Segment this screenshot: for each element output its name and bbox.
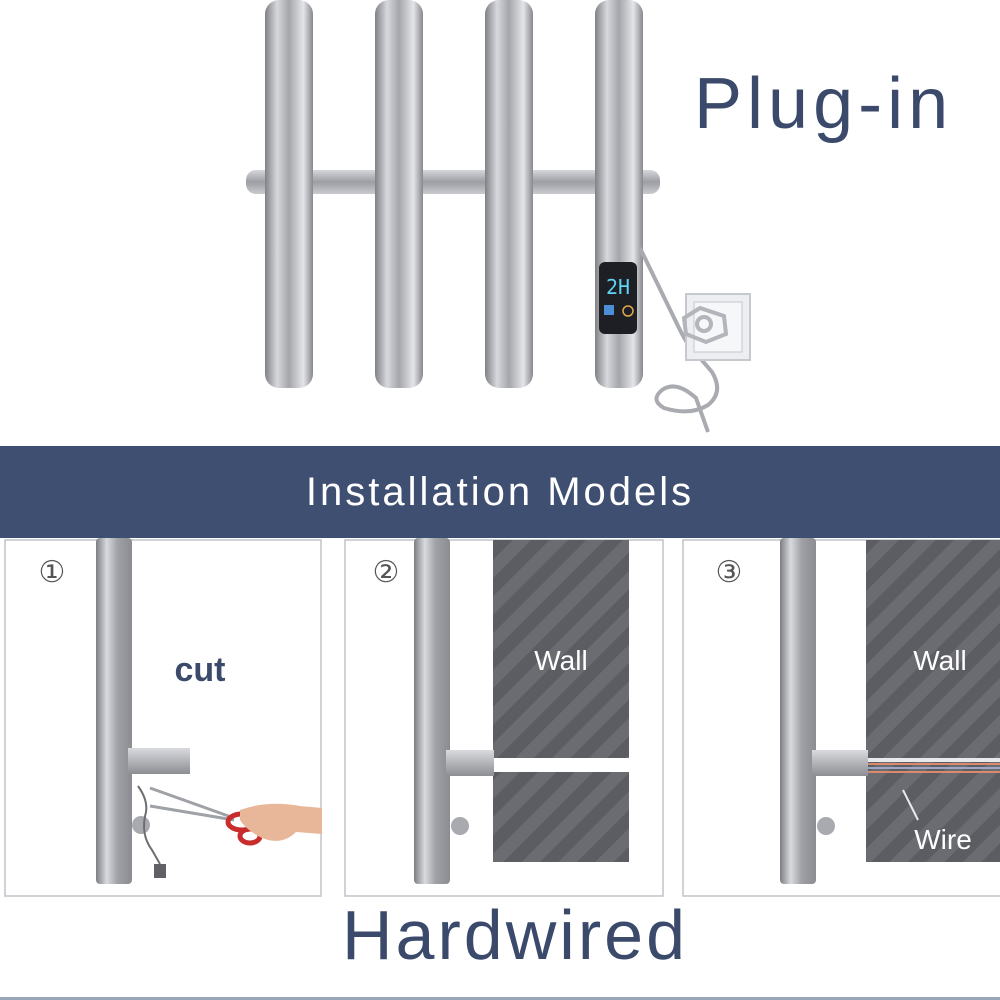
timer-display: 2H <box>606 275 630 299</box>
rail-bar <box>414 538 450 884</box>
wall-upper <box>493 540 629 758</box>
installation-banner: Installation Models <box>0 446 1000 538</box>
plug-icon <box>154 864 166 878</box>
step-number: ① <box>39 555 66 590</box>
plugin-towel-rail-illustration: 2H <box>246 0 751 433</box>
rail-arm <box>446 750 494 776</box>
rail-bar <box>96 538 132 884</box>
panel-hardwired: ③ Wall Wire <box>682 538 1000 897</box>
bottom-divider <box>0 997 1000 1000</box>
power-icon <box>622 305 634 317</box>
wires <box>866 758 1000 773</box>
wire-label: Wire <box>914 824 972 855</box>
mode-icon <box>604 305 614 315</box>
plugin-title: Plug-in <box>694 64 954 144</box>
knob <box>451 817 469 835</box>
cut-label: cut <box>175 651 226 689</box>
step-number: ③ <box>716 555 743 590</box>
hand <box>240 803 322 841</box>
cord <box>137 785 161 865</box>
installation-panels: ① cut ② Wall ③ Wall <box>4 538 1000 897</box>
rail-bar <box>780 538 816 884</box>
wire-pointer <box>902 789 919 821</box>
knob <box>132 816 150 834</box>
hardwired-title: Hardwired <box>342 896 688 974</box>
digital-controller: 2H <box>599 262 637 334</box>
panel-cut: ① cut <box>4 538 322 897</box>
knob <box>817 817 835 835</box>
wall-label: Wall <box>534 645 587 676</box>
panel-wall-mount: ② Wall <box>344 538 664 897</box>
rail-arm <box>812 750 868 776</box>
plug-icon <box>681 305 729 345</box>
vertical-bar <box>485 0 533 388</box>
vertical-bar <box>265 0 313 388</box>
rail-arm <box>128 748 190 774</box>
step-number: ② <box>373 555 400 590</box>
wall-lower <box>493 772 629 862</box>
wall <box>866 540 1000 862</box>
banner-title: Installation Models <box>305 470 695 514</box>
horizontal-rail <box>246 170 660 194</box>
wall-label: Wall <box>913 645 966 676</box>
vertical-bar <box>375 0 423 388</box>
